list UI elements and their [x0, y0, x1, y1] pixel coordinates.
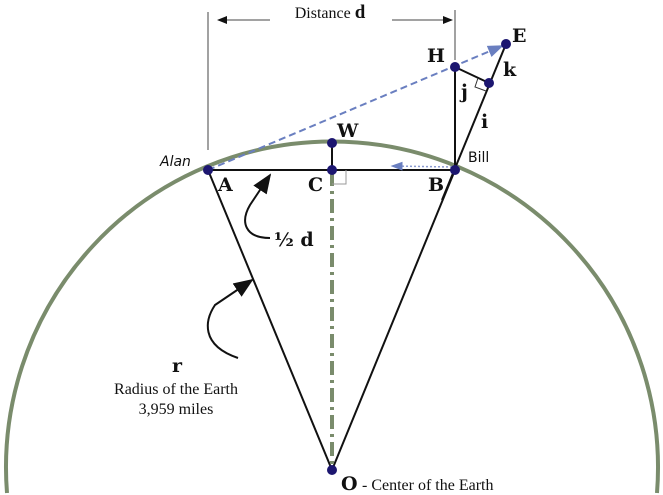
radius-line2: 3,959 miles [139, 401, 214, 418]
label-A: A [217, 174, 233, 196]
point-W [327, 138, 337, 148]
point-B [450, 165, 460, 175]
label-O: O [341, 473, 358, 495]
label-k: k [503, 59, 517, 81]
radius-OB [331, 169, 456, 471]
r-label: r [172, 355, 183, 377]
label-H: H [427, 45, 445, 67]
points [203, 39, 511, 475]
label-W: W [336, 120, 359, 142]
bill-sight-dotted [390, 161, 453, 171]
label-i: i [481, 111, 488, 133]
radius-OA [207, 169, 333, 471]
half-d-arrow [244, 173, 272, 239]
point-A [203, 165, 213, 175]
segment-j [454, 66, 490, 84]
half-d-label: ½ d [274, 229, 314, 251]
radius-line1: Radius of the Earth [114, 381, 238, 398]
label-C: C [308, 174, 323, 196]
radius-arrow [206, 278, 254, 359]
distance-prefix: Distance [295, 5, 355, 22]
right-angle-j [474, 77, 487, 92]
alan-label: Alan [159, 154, 191, 170]
distance-var: d [355, 2, 366, 23]
center-label: - Center of the Earth [362, 477, 494, 494]
point-C [327, 165, 337, 175]
label-j: j [459, 81, 468, 103]
right-angle-C [332, 170, 347, 185]
point-k [484, 78, 494, 88]
label-E: E [512, 25, 526, 47]
label-B: B [428, 174, 444, 196]
point-H [450, 62, 460, 72]
distance-label: Distance d [295, 2, 366, 23]
point-E [501, 39, 511, 49]
point-O [327, 465, 337, 475]
bill-label: Bill [468, 150, 489, 166]
